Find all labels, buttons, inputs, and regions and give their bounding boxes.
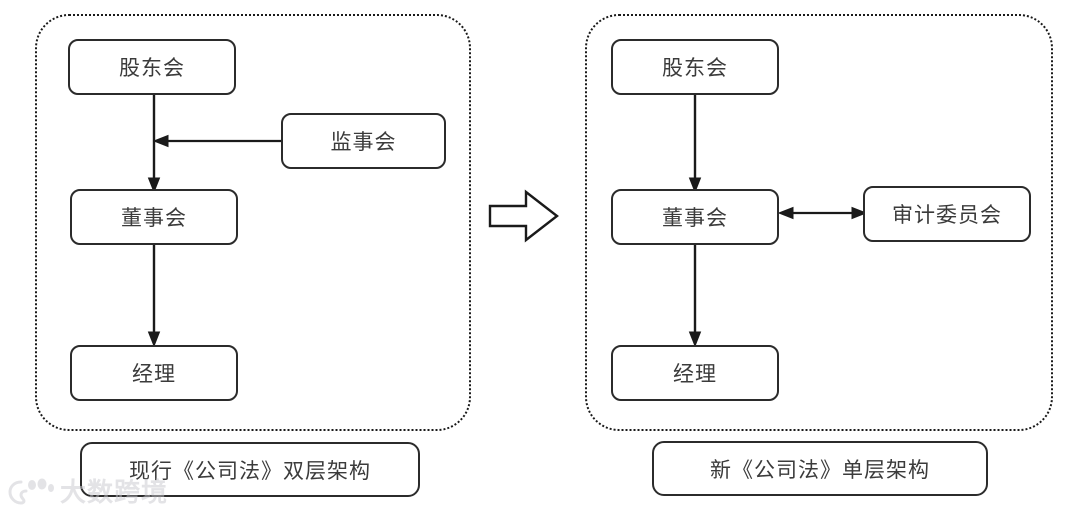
node-label: 董事会 bbox=[121, 206, 187, 230]
node-label: 董事会 bbox=[662, 206, 728, 230]
node-shareholders-meeting-right[interactable]: 股东会 bbox=[611, 39, 779, 95]
panel-current-law bbox=[35, 14, 471, 431]
node-label: 经理 bbox=[673, 362, 717, 386]
edge-board-to-manager-right bbox=[688, 245, 702, 348]
panel-new-law bbox=[585, 14, 1053, 431]
node-manager-right[interactable]: 经理 bbox=[611, 345, 779, 401]
caption-new-law: 新《公司法》单层架构 bbox=[652, 441, 988, 496]
edge-shareholders-to-board-left bbox=[147, 93, 161, 194]
node-label: 股东会 bbox=[119, 56, 185, 80]
paw-logo-icon bbox=[8, 478, 54, 505]
node-label: 审计委员会 bbox=[892, 203, 1002, 227]
edge-board-to-audit-committee bbox=[777, 206, 868, 220]
right-block-arrow-icon bbox=[488, 189, 559, 243]
node-label: 监事会 bbox=[330, 130, 397, 154]
edge-shareholders-to-board-right bbox=[688, 93, 702, 194]
node-audit-committee[interactable]: 审计委员会 bbox=[863, 186, 1031, 242]
caption-text: 现行《公司法》双层架构 bbox=[129, 458, 371, 483]
node-label: 经理 bbox=[132, 362, 176, 386]
node-board-of-directors-right[interactable]: 董事会 bbox=[611, 189, 779, 245]
caption-text: 新《公司法》单层架构 bbox=[710, 457, 930, 482]
node-board-of-supervisors[interactable]: 监事会 bbox=[281, 113, 446, 169]
caption-current-law: 现行《公司法》双层架构 bbox=[80, 442, 420, 497]
node-manager-left[interactable]: 经理 bbox=[70, 345, 238, 401]
node-shareholders-meeting-left[interactable]: 股东会 bbox=[68, 39, 236, 95]
node-label: 股东会 bbox=[662, 56, 728, 80]
edge-board-to-manager-left bbox=[147, 245, 161, 348]
node-board-of-directors-left[interactable]: 董事会 bbox=[70, 189, 238, 245]
edge-supervisors-to-link bbox=[152, 134, 287, 148]
